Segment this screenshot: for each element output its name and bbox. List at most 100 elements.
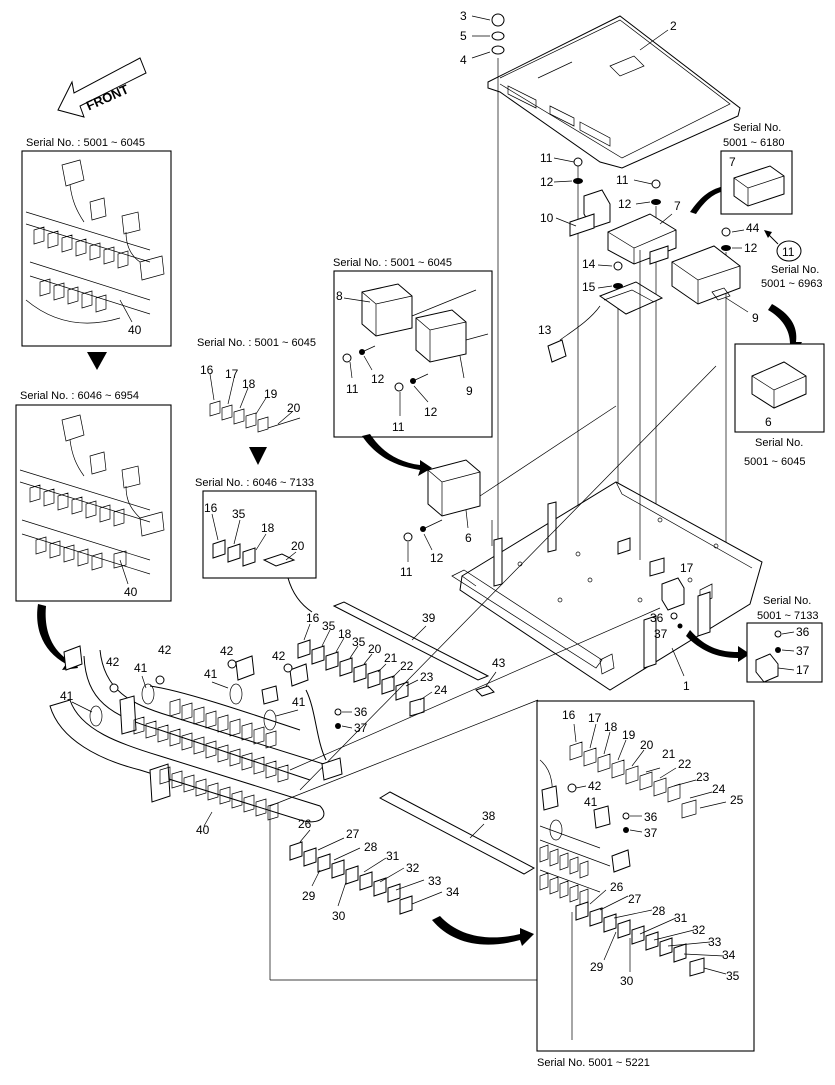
callout-7: 7 (729, 155, 736, 169)
bracket-10 (569, 189, 611, 237)
relay-strip-main-upper (297, 639, 425, 717)
callout-40: 40 (196, 823, 210, 837)
callout-41: 41 (134, 661, 148, 675)
washer-37 (623, 827, 629, 833)
bolt-36 (622, 812, 630, 820)
callout-28: 28 (652, 904, 666, 918)
strap-38 (378, 791, 536, 875)
component-7 (607, 213, 677, 265)
callout-17: 17 (796, 663, 810, 677)
callout-14: 14 (582, 257, 596, 271)
callout-36: 36 (354, 705, 368, 719)
callout-38: 38 (482, 809, 496, 823)
serial-label: Serial No. : 6046 ~ 7133 (195, 477, 314, 489)
connector-17-alt (755, 653, 779, 683)
relay-8 (361, 283, 413, 337)
callout-18: 18 (261, 521, 275, 535)
callout-3: 3 (460, 9, 467, 23)
main-wiring-harness-40 (49, 645, 343, 823)
callout-17: 17 (588, 711, 602, 725)
callout-1: 1 (683, 679, 690, 693)
callout-35: 35 (352, 635, 366, 649)
serial-label: 5001 ~ 6180 (723, 137, 784, 149)
serial-label: 5001 ~ 6963 (761, 278, 822, 290)
inset-harness-6046-6954 (15, 404, 172, 602)
callout-36: 36 (644, 810, 658, 824)
washer-37 (677, 623, 683, 629)
callout-9: 9 (752, 311, 759, 325)
front-label: FRONT (84, 81, 131, 113)
callout-20: 20 (291, 539, 305, 553)
callout-17: 17 (225, 367, 239, 381)
callout-17: 17 (680, 561, 694, 575)
callout-11: 11 (540, 151, 553, 165)
inset-harness-5001-5221 (536, 700, 755, 1052)
callout-36: 36 (650, 611, 664, 625)
callout-24: 24 (712, 782, 726, 796)
callout-25: 25 (730, 793, 744, 807)
serial-label: Serial No. : 5001 ~ 6045 (333, 257, 452, 269)
callout-6: 6 (465, 531, 472, 545)
callout-35: 35 (232, 507, 246, 521)
callout-34: 34 (722, 948, 736, 962)
callout-20: 20 (287, 401, 301, 415)
relay-strip-6046-7133 (212, 539, 296, 567)
relay-9 (415, 309, 467, 363)
leader-arrow (767, 233, 779, 245)
callout-27: 27 (346, 827, 360, 841)
serial-label: 5001 ~ 7133 (757, 610, 818, 622)
front-arrow: FRONT (57, 57, 147, 118)
callout-11-circled: 11 (782, 245, 795, 259)
bolt-11 (573, 157, 583, 167)
callout-6: 6 (765, 415, 772, 429)
revision-arrow (87, 352, 107, 370)
callout-21: 21 (662, 747, 676, 761)
relay-strip-5001-6045 (209, 400, 301, 433)
callout-32: 32 (692, 923, 706, 937)
callout-18: 18 (604, 720, 618, 734)
nut-3 (491, 13, 505, 27)
inset-relay-8-9 (333, 270, 493, 438)
callout-34: 34 (446, 885, 460, 899)
callout-42: 42 (106, 655, 120, 669)
callout-26: 26 (298, 817, 312, 831)
callout-2: 2 (670, 19, 677, 33)
callout-41: 41 (204, 667, 218, 681)
callout-33: 33 (708, 935, 722, 949)
bolt-11 (651, 179, 661, 189)
callout-35: 35 (322, 619, 336, 633)
strap-39 (332, 601, 490, 681)
callout-37: 37 (796, 644, 810, 658)
bolt-36 (670, 612, 678, 620)
callout-31: 31 (674, 911, 688, 925)
callout-18: 18 (338, 627, 352, 641)
washer-37 (775, 647, 781, 653)
bolt-11 (394, 382, 404, 392)
callout-19: 19 (264, 387, 278, 401)
guide-line (269, 699, 539, 807)
bolt-44 (721, 227, 731, 237)
callout-37: 37 (644, 826, 658, 840)
pad-43 (475, 685, 495, 697)
callout-21: 21 (384, 651, 398, 665)
bolt-14 (613, 261, 623, 271)
serial-label: Serial No. (755, 437, 803, 449)
callout-43: 43 (492, 656, 506, 670)
callout-42: 42 (220, 644, 234, 658)
harness-relay-block-second (19, 414, 165, 575)
inset-relay-6046-7133 (202, 490, 317, 579)
washer-12 (651, 199, 661, 205)
component-9 (671, 245, 741, 305)
serial-label: 5001 ~ 6045 (744, 456, 805, 468)
inset-harness-5001-6045 (21, 150, 172, 347)
callout-37: 37 (654, 627, 668, 641)
bolt-36 (334, 708, 342, 716)
callout-16: 16 (306, 611, 320, 625)
callout-12: 12 (744, 241, 758, 255)
callout-29: 29 (590, 960, 604, 974)
callout-41: 41 (292, 695, 306, 709)
callout-24: 24 (434, 683, 448, 697)
callout-16: 16 (562, 708, 576, 722)
callout-9: 9 (466, 384, 473, 398)
